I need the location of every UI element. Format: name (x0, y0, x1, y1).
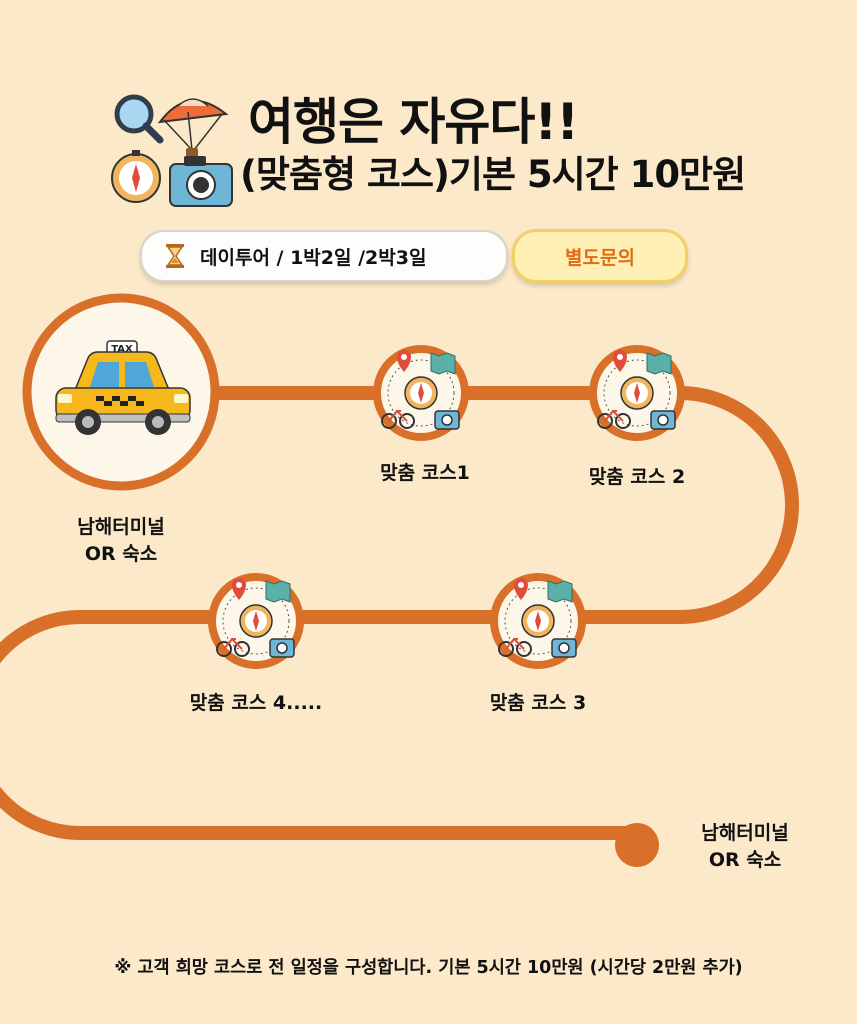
camera-icon (434, 410, 460, 430)
compass-icon (111, 150, 161, 203)
bicycle-icon (498, 637, 532, 657)
compass-icon (239, 604, 273, 638)
taxi-icon: TAX (55, 340, 191, 435)
start-label-line2: OR 숙소 (84, 543, 158, 565)
map-pin-icon (232, 578, 246, 600)
bicycle-icon (597, 409, 631, 429)
course-node-1 (373, 345, 469, 441)
compass-icon (620, 376, 654, 410)
camera-icon (650, 410, 676, 430)
course-node-3 (490, 573, 586, 669)
end-label-line2: OR 숙소 (708, 849, 782, 871)
course-label-1: 맞춤 코스1 (380, 462, 470, 484)
hourglass-icon (166, 244, 184, 268)
end-label-line1: 남해터미널 (701, 822, 789, 844)
course-label-4: 맞춤 코스 4..... (189, 692, 323, 714)
map-icon (646, 352, 672, 375)
start-node: TAX (22, 293, 220, 491)
map-pin-icon (397, 350, 411, 372)
footer-note: ※ 고객 희망 코스로 전 일정을 구성합니다. 기본 5시간 10만원 (시간… (114, 958, 743, 978)
camera-icon (551, 638, 577, 658)
page-title: 여행은 자유다!! (248, 93, 579, 151)
compass-icon (404, 376, 438, 410)
map-icon (430, 352, 456, 375)
camera-icon (269, 638, 295, 658)
compass-icon (521, 604, 555, 638)
bicycle-icon (216, 637, 250, 657)
duration-options-badge: 데이투어 / 1박2일 /2박3일 (140, 230, 508, 282)
camera-icon (169, 156, 233, 207)
end-label: 남해터미널 OR 숙소 (660, 820, 830, 874)
map-pin-icon (613, 350, 627, 372)
start-label-line1: 남해터미널 (77, 516, 165, 538)
bicycle-icon (381, 409, 415, 429)
map-pin-icon (514, 578, 528, 600)
page-subtitle: (맞춤형 코스)기본 5시간 10만원 (240, 153, 746, 196)
route-end-dot (615, 823, 659, 867)
parachute-icon (157, 98, 229, 158)
contact-button[interactable]: 별도문의 (512, 229, 688, 283)
magnifier-icon (114, 94, 164, 144)
course-node-4 (208, 573, 304, 669)
course-node-2 (589, 345, 685, 441)
taxi-sign-text: TAX (111, 344, 133, 355)
map-icon (265, 580, 291, 603)
travel-icons (111, 94, 233, 207)
map-icon (547, 580, 573, 603)
course-label-3: 맞춤 코스 3 (489, 692, 587, 714)
duration-options-text: 데이투어 / 1박2일 /2박3일 (200, 246, 427, 269)
course-label-2: 맞춤 코스 2 (588, 466, 686, 488)
route-path (0, 386, 799, 840)
start-label: 남해터미널 OR 숙소 (36, 514, 206, 568)
